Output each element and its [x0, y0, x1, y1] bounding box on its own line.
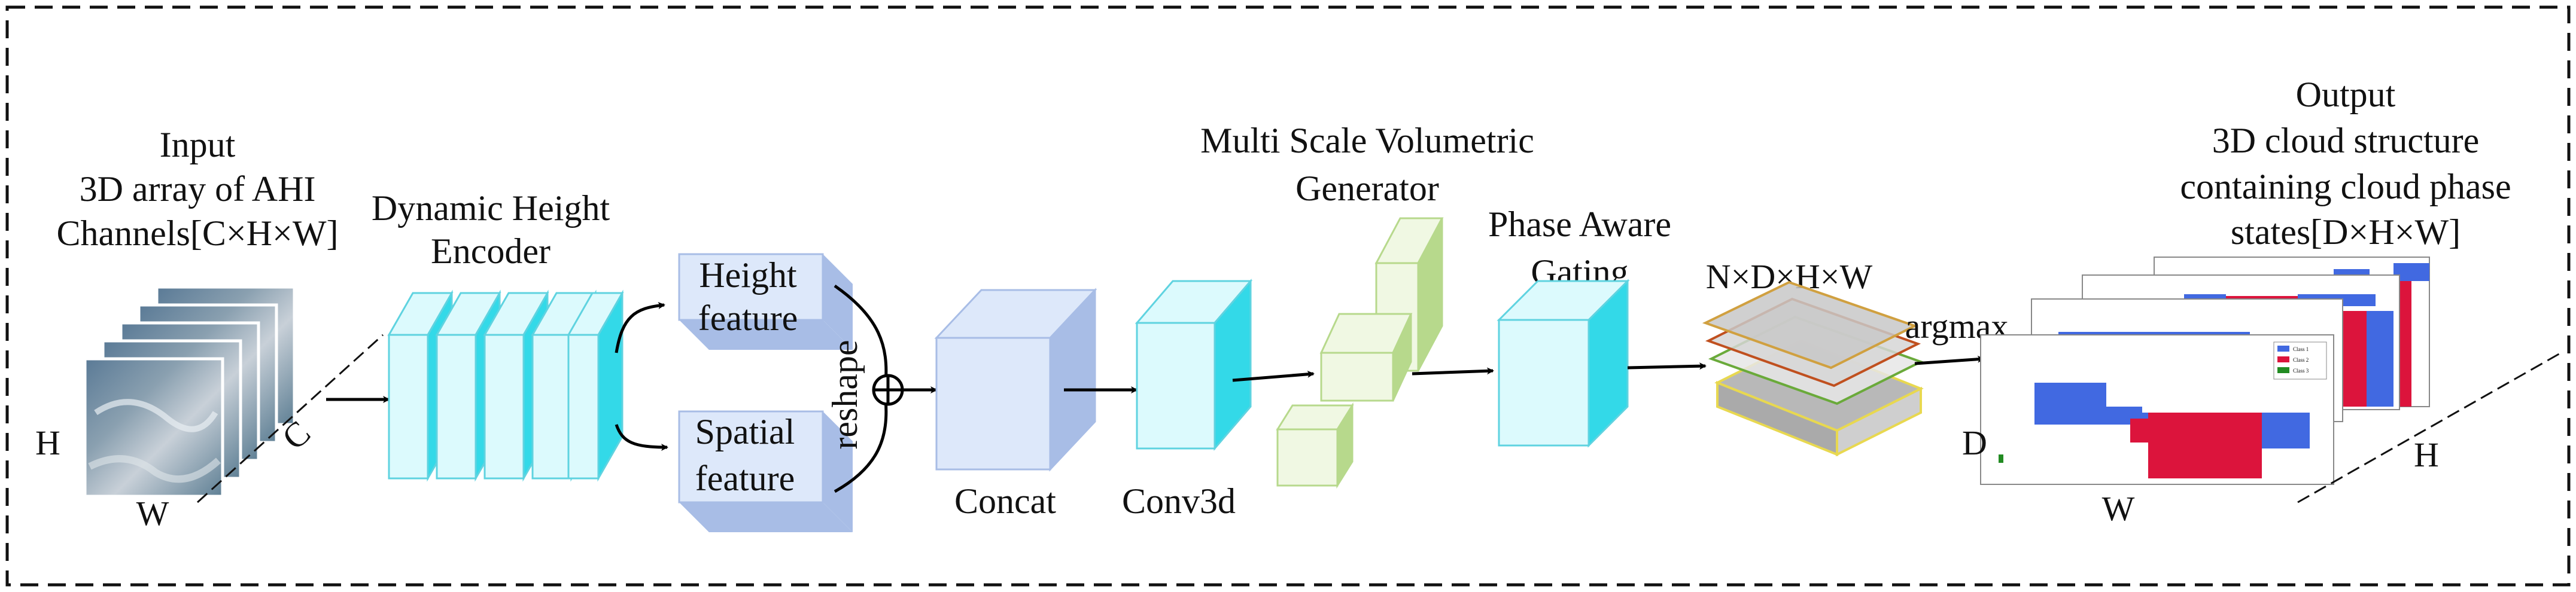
bracket-lower: [834, 399, 888, 493]
legend-swatch-class1: [2277, 346, 2289, 352]
output-axis-d: D: [1962, 423, 1987, 462]
arrow-encoder-to-height: [615, 302, 665, 353]
output-slices: [1980, 257, 2430, 485]
height-feature-line1: Height: [699, 255, 797, 295]
concat-block: [934, 288, 1097, 472]
input-axis-w: W: [136, 494, 169, 533]
spatial-feature-line1: Spatial: [695, 412, 795, 451]
input-line1: 3D array of AHI: [80, 169, 316, 209]
legend-swatch-class3: [2277, 367, 2289, 373]
encoder-block: [387, 289, 624, 482]
legend-class1: Class 1: [2293, 346, 2309, 352]
dashed-frame: [5, 5, 2571, 587]
input-line2: Channels[C×H×W]: [57, 213, 339, 253]
generator-blocks: [1276, 217, 1444, 489]
arrow-ndhw-to-output: [1914, 355, 1985, 365]
input-diagonal-guide: [196, 334, 384, 503]
output-title: Output: [2296, 75, 2396, 114]
satellite-image-stack: [83, 285, 296, 498]
output-line3: states[D×H×W]: [2231, 212, 2461, 252]
output-legend: Class 1 Class 2 Class 3: [2273, 341, 2327, 380]
gating-line1: Phase Aware: [1488, 205, 1671, 244]
encoder-line2: Encoder: [431, 231, 551, 271]
arrow-conv3d-to-generator: [1232, 370, 1315, 382]
encoder-line1: Dynamic Height: [372, 188, 610, 228]
spatial-feature-block: [678, 410, 853, 532]
arrow-generator-to-gating: [1412, 367, 1494, 376]
legend-swatch-class2: [2277, 356, 2289, 362]
legend-class2: Class 2: [2293, 357, 2309, 363]
spatial-feature-line2: feature: [695, 459, 795, 498]
concat-label: Concat: [954, 481, 1056, 521]
reshape-label: reshape: [825, 340, 865, 449]
output-line2: containing cloud phase: [2180, 167, 2511, 206]
output-axis-h: H: [2414, 435, 2439, 474]
height-feature-block: [678, 253, 853, 350]
arrow-gating-to-ndhw: [1627, 362, 1707, 370]
input-axis-h: H: [35, 423, 60, 462]
height-feature-line2: feature: [698, 298, 798, 338]
bracket-upper: [834, 284, 888, 383]
gating-block: [1497, 279, 1630, 448]
input-block: Input 3D array of AHI Channels[C×H×W] H …: [35, 125, 384, 533]
output-line1: 3D cloud structure: [2212, 121, 2480, 160]
conv3d-block: [1135, 278, 1253, 451]
conv3d-label: Conv3d: [1122, 481, 1236, 521]
generator-line2: Generator: [1295, 169, 1439, 208]
generator-line1: Multi Scale Volumetric: [1200, 121, 1534, 160]
arrow-encoder-to-spatial: [615, 424, 668, 451]
output-axis-w: W: [2102, 489, 2135, 528]
input-title: Input: [160, 125, 236, 164]
plus-operator-icon: [872, 374, 904, 406]
ndhw-stack: [1702, 280, 1924, 457]
output-diagonal-guide: [2297, 352, 2562, 503]
legend-class3: Class 3: [2293, 368, 2309, 374]
